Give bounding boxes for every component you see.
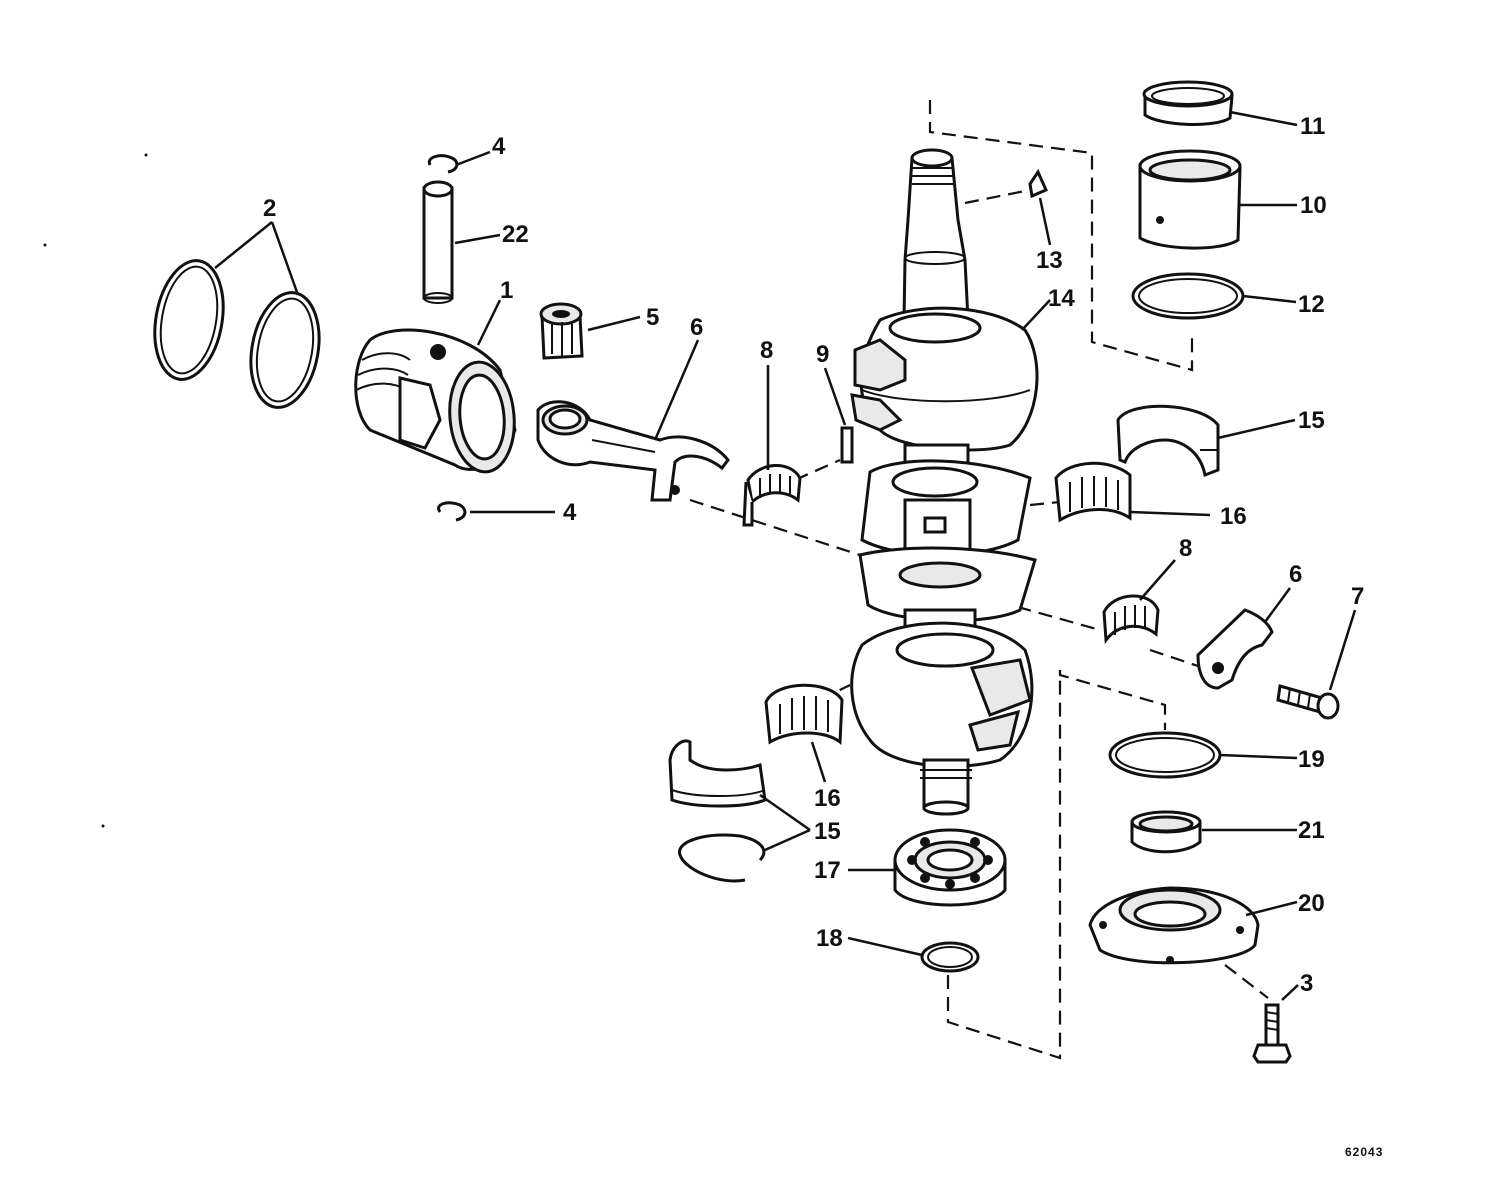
piston (354, 328, 517, 474)
rod-bearing-cage-left (742, 464, 802, 527)
piston-pin-clip-lower (437, 501, 467, 522)
small-retaining-ring (920, 941, 980, 973)
callout-6-rod: 6 (690, 314, 703, 341)
connecting-rod-cap (1196, 608, 1274, 690)
callout-7: 7 (1351, 583, 1364, 610)
piston-pin-clip-upper (427, 154, 459, 174)
callout-21: 21 (1298, 817, 1325, 844)
rod-cap-screw (1276, 684, 1340, 720)
upper-seal-ring (1142, 80, 1234, 126)
callout-2: 2 (263, 195, 276, 222)
piston-pin (422, 180, 454, 304)
callout-3: 3 (1300, 970, 1313, 997)
upper-o-ring (1131, 272, 1245, 320)
callout-18: 18 (816, 925, 843, 952)
callout-14: 14 (1048, 285, 1075, 312)
callout-19: 19 (1298, 746, 1325, 773)
callout-20: 20 (1298, 890, 1325, 917)
callout-4-lower: 4 (563, 499, 577, 526)
ball-bearing (893, 828, 1007, 907)
callout-13: 13 (1036, 247, 1063, 274)
lower-o-ring (1108, 731, 1222, 779)
main-bearing-cage-upper (1054, 461, 1132, 523)
callout-1: 1 (500, 277, 513, 304)
rod-bearing-cage-right (1102, 594, 1160, 645)
callout-8-left: 8 (760, 337, 773, 364)
main-bearing-cage-lower (764, 683, 844, 746)
callout-15-lower: 15 (814, 818, 841, 845)
flywheel-key (1028, 168, 1048, 199)
callout-10: 10 (1300, 192, 1327, 219)
lower-oil-seal (1130, 810, 1202, 854)
figure-number: 62043 (1345, 1145, 1383, 1159)
piston-rings (153, 259, 321, 409)
callout-9: 9 (816, 341, 829, 368)
callout-12: 12 (1298, 291, 1325, 318)
callout-16-lower: 16 (814, 785, 841, 812)
callout-17: 17 (814, 857, 841, 884)
leader-lines (214, 110, 1357, 1001)
upper-main-needle-bearing (1138, 149, 1242, 250)
end-cap-bolt (1252, 1003, 1292, 1064)
callout-labels: 2 1 4 22 5 6 8 9 4 11 10 12 13 14 15 16 … (263, 113, 1364, 997)
callout-5: 5 (646, 304, 659, 331)
callout-8-right: 8 (1179, 535, 1192, 562)
connecting-rod (536, 400, 730, 502)
callout-22: 22 (502, 221, 529, 248)
bearing-retainer-half-lower (668, 739, 767, 808)
callout-11: 11 (1300, 113, 1325, 140)
callout-4-upper: 4 (492, 133, 506, 160)
bearing-retainer-half-upper (1116, 404, 1220, 478)
piston-pin-needle-bearing (539, 302, 584, 360)
callout-15-upper: 15 (1298, 407, 1325, 434)
crankshaft (850, 148, 1039, 816)
callout-16-upper: 16 (1220, 503, 1247, 530)
retaining-ring (678, 833, 766, 883)
dowel-pin (840, 426, 854, 464)
assembly-dashed-lines (689, 100, 1269, 1060)
callout-6-cap: 6 (1289, 561, 1302, 588)
lower-end-cap (1088, 886, 1260, 965)
